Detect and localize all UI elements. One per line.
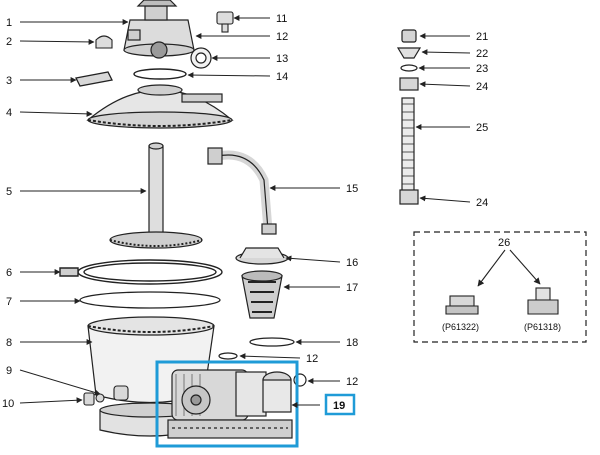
- label-part-12-c: 12: [346, 376, 358, 388]
- label-part-7: 7: [6, 296, 12, 308]
- label-part-25: 25: [476, 122, 488, 134]
- pump-o-ring: [249, 337, 295, 347]
- label-part-2: 2: [6, 36, 12, 48]
- drain-cap: [95, 35, 113, 49]
- label-part-4: 4: [6, 107, 12, 119]
- inset-code-a: (P61322): [442, 322, 479, 332]
- label-part-22: 22: [476, 48, 488, 60]
- highlight-label-box: [324, 393, 356, 416]
- label-part-6: 6: [6, 267, 12, 279]
- inset-fitting-a: [445, 295, 479, 315]
- label-part-11: 11: [276, 13, 287, 25]
- tank-lid: [86, 84, 234, 129]
- label-part-1: 1: [6, 17, 12, 29]
- clamp-handle: [75, 71, 113, 87]
- label-part-12: 12: [276, 31, 288, 43]
- label-part-15: 15: [346, 183, 358, 195]
- label-part-12-b: 12: [306, 353, 318, 365]
- leader-lines: [19, 15, 471, 408]
- label-part-3: 3: [6, 75, 12, 87]
- label-part-13: 13: [276, 53, 288, 65]
- label-part-5: 5: [6, 186, 12, 198]
- multiport-valve: [123, 0, 195, 59]
- inset-code-b: (P61318): [524, 322, 561, 332]
- small-o-ring-a: [218, 352, 238, 360]
- hose: [207, 147, 277, 235]
- lateral-assembly: [109, 142, 203, 249]
- inset-arrow-a: [477, 249, 506, 287]
- strainer-basket: [241, 270, 283, 319]
- label-part-8: 8: [6, 337, 12, 349]
- part-labels: 1 2 3 4 5 6 7 8 9 10 11 12 13 14 15 16 1…: [2, 13, 561, 416]
- valve-o-ring: [133, 68, 187, 80]
- sight-glass: [190, 47, 212, 69]
- tank-o-ring: [79, 291, 221, 309]
- tank-clamp: [59, 259, 223, 285]
- label-part-17: 17: [346, 282, 358, 294]
- label-part-10: 10: [2, 398, 14, 410]
- strainer-lid: [235, 247, 289, 265]
- label-part-24-b: 24: [476, 197, 488, 209]
- label-part-23: 23: [476, 63, 488, 75]
- small-o-ring-b: [293, 373, 307, 387]
- pump-motor: [167, 369, 293, 439]
- inset-arrow-b: [509, 249, 541, 285]
- drain-fittings: [83, 385, 129, 406]
- inset-fitting-b: [527, 287, 559, 315]
- label-part-26: 26: [498, 237, 510, 249]
- hose-kit: [396, 29, 422, 205]
- inset-frame: [413, 231, 587, 343]
- label-part-24: 24: [476, 81, 488, 93]
- label-part-16: 16: [346, 257, 358, 269]
- pressure-gauge: [216, 11, 234, 33]
- label-part-14: 14: [276, 71, 288, 83]
- label-part-18: 18: [346, 337, 358, 349]
- label-part-19: 19: [333, 400, 345, 412]
- label-part-21: 21: [476, 31, 488, 43]
- label-part-9: 9: [6, 365, 12, 377]
